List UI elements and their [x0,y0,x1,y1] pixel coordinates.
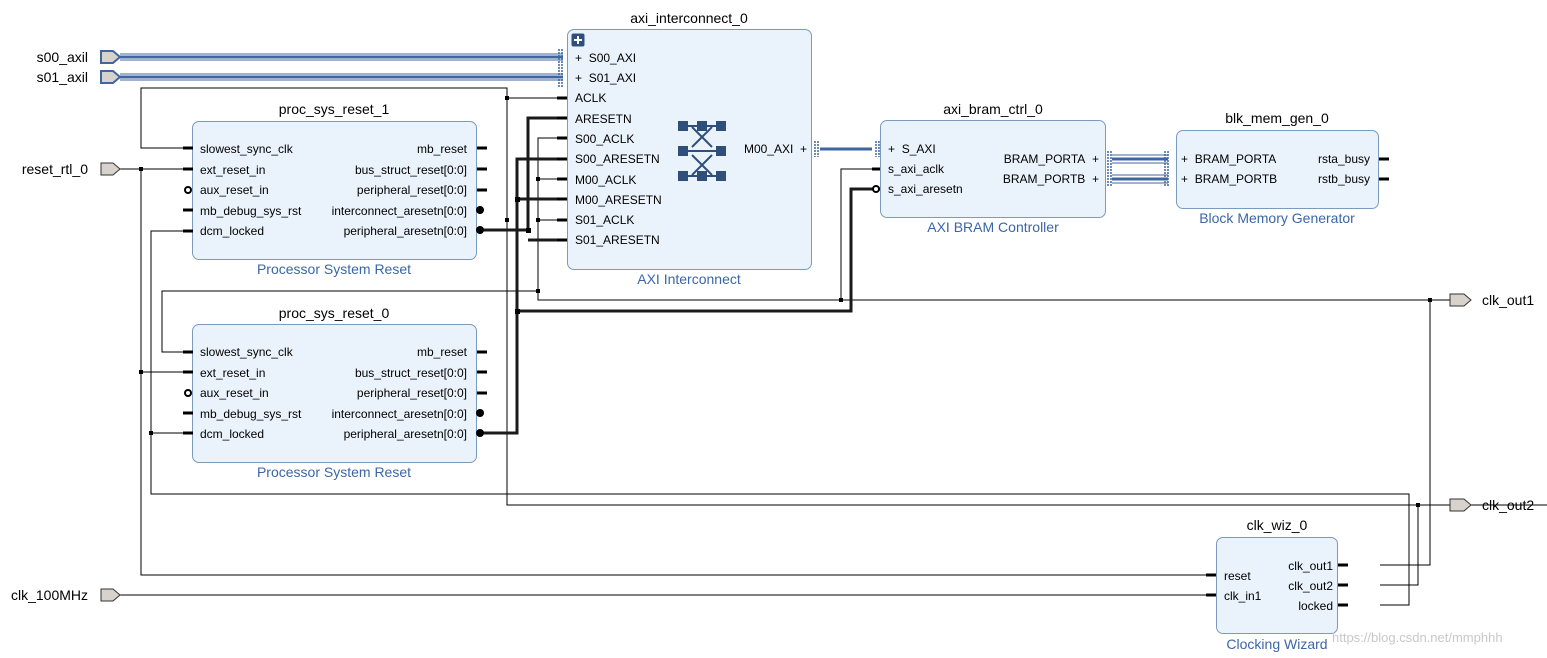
axi-bram-ctrl-title: axi_bram_ctrl_0 [943,101,1043,117]
pin-dcm-locked[interactable]: dcm_locked [200,224,265,238]
port-s00-axil-label[interactable]: s00_axil [36,49,88,65]
axi-interconnect-title: axi_interconnect_0 [630,10,748,26]
proc-sys-reset-0-title: proc_sys_reset_0 [278,305,390,321]
port-s01-axil-label[interactable]: s01_axil [36,69,88,85]
pin-bram-porta[interactable]: BRAM_PORTA + [1003,152,1099,166]
crossbar-icon [678,121,726,181]
s01-axil-port-shape [100,70,122,84]
pin-bram-portb[interactable]: BRAM_PORTB + [1002,172,1099,186]
pin-aux-reset-in[interactable]: aux_reset_in [200,183,269,197]
pin-reset[interactable]: reset [1224,569,1251,583]
pin-dcm-locked[interactable]: dcm_locked [200,427,265,441]
pin-bus-struct-reset[interactable]: bus_struct_reset[0:0] [354,366,467,380]
proc-sys-reset-0-block[interactable]: slowest_sync_clk ext_reset_in aux_reset_… [192,324,477,463]
clk-wiz-subtitle: Clocking Wizard [1226,636,1328,652]
pin-peripheral-aresetn[interactable]: peripheral_aresetn[0:0] [343,427,467,441]
blk-mem-gen-title: blk_mem_gen_0 [1225,110,1329,126]
proc-sys-reset-1-subtitle: Processor System Reset [256,261,412,277]
pin-bram-portb[interactable]: + BRAM_PORTB [1181,172,1278,186]
pin-mb-debug-sys-rst[interactable]: mb_debug_sys_rst [200,407,302,421]
pin-ext-reset-in[interactable]: ext_reset_in [200,366,266,380]
axi-bram-ctrl-subtitle: AXI BRAM Controller [927,219,1059,235]
pin-peripheral-aresetn[interactable]: peripheral_aresetn[0:0] [343,224,467,238]
clk-wiz-title: clk_wiz_0 [1246,517,1308,533]
proc-sys-reset-1-title: proc_sys_reset_1 [278,101,390,117]
expand-icon[interactable] [571,33,585,47]
clk-100mhz-port-shape [100,588,121,602]
pin-slowest-sync-clk[interactable]: slowest_sync_clk [200,142,293,156]
pin-aresetn[interactable]: ARESETN [575,112,632,126]
port-clk-100mhz-label[interactable]: clk_100MHz [10,587,88,603]
clk-out2-port-shape [1449,498,1472,512]
pin-locked[interactable]: locked [1298,599,1333,613]
pin-s-axi-aclk[interactable]: s_axi_aclk [888,162,945,176]
watermark: https://blog.csdn.net/mmphhh [1332,630,1503,645]
axi-bram-ctrl-block[interactable]: + S_AXI s_axi_aclk s_axi_aresetn BRAM_PO… [880,120,1106,218]
pin-clk-out2[interactable]: clk_out2 [1288,579,1333,593]
reset-rtl-0-port-shape [100,162,121,176]
pin-s-axi[interactable]: + S_AXI [888,142,936,156]
pin-peripheral-reset[interactable]: peripheral_reset[0:0] [356,386,467,400]
pin-rsta-busy[interactable]: rsta_busy [1317,152,1370,166]
clk-out1-port-shape [1449,293,1472,307]
pin-m00-axi[interactable]: M00_AXI + [743,142,807,156]
port-clk-out1-label[interactable]: clk_out1 [1482,292,1535,308]
pin-mb-reset[interactable]: mb_reset [416,142,467,156]
pin-s01-aclk[interactable]: S01_ACLK [575,213,635,227]
port-reset-rtl-0-label[interactable]: reset_rtl_0 [21,161,88,177]
proc-sys-reset-1-block[interactable]: slowest_sync_clk ext_reset_in aux_reset_… [192,121,477,260]
pin-rstb-busy[interactable]: rstb_busy [1317,172,1370,186]
pin-mb-reset[interactable]: mb_reset [416,345,467,359]
pin-bram-porta[interactable]: + BRAM_PORTA [1181,152,1277,166]
pin-interconnect-aresetn[interactable]: interconnect_aresetn[0:0] [331,204,467,218]
blk-mem-gen-subtitle: Block Memory Generator [1199,210,1355,226]
pin-s01-aresetn[interactable]: S01_ARESETN [575,233,660,247]
pin-clk-out1[interactable]: clk_out1 [1288,559,1333,573]
pin-s01-axi[interactable]: + S01_AXI [575,71,637,85]
pin-s-axi-aresetn[interactable]: s_axi_aresetn [888,182,963,196]
pin-clk-in1[interactable]: clk_in1 [1224,589,1262,603]
pin-s00-aclk[interactable]: S00_ACLK [575,132,635,146]
s00-axil-port-shape [100,50,122,64]
blk-mem-gen-block[interactable]: + BRAM_PORTA + BRAM_PORTB rsta_busy rstb… [1176,130,1379,209]
proc-sys-reset-0-subtitle: Processor System Reset [256,464,412,480]
clk-wiz-block[interactable]: reset clk_in1 clk_out1 clk_out2 locked [1216,537,1338,634]
pin-m00-aresetn[interactable]: M00_ARESETN [575,193,662,207]
port-clk-out2-label[interactable]: clk_out2 [1482,497,1535,513]
pin-interconnect-aresetn[interactable]: interconnect_aresetn[0:0] [331,407,467,421]
pin-ext-reset-in[interactable]: ext_reset_in [200,163,266,177]
pin-peripheral-reset[interactable]: peripheral_reset[0:0] [356,183,467,197]
axi-interconnect-subtitle: AXI Interconnect [637,271,741,287]
pin-m00-aclk[interactable]: M00_ACLK [575,173,637,187]
pin-s00-aresetn[interactable]: S00_ARESETN [575,152,660,166]
pin-aclk[interactable]: ACLK [575,91,607,105]
axi-interconnect-block[interactable]: + S00_AXI + S01_AXI ACLK ARESETN S00_ACL… [567,29,812,270]
pin-bus-struct-reset[interactable]: bus_struct_reset[0:0] [354,163,467,177]
pin-slowest-sync-clk[interactable]: slowest_sync_clk [200,345,293,359]
pin-aux-reset-in[interactable]: aux_reset_in [200,386,269,400]
pin-mb-debug-sys-rst[interactable]: mb_debug_sys_rst [200,204,302,218]
pin-s00-axi[interactable]: + S00_AXI [575,51,637,65]
